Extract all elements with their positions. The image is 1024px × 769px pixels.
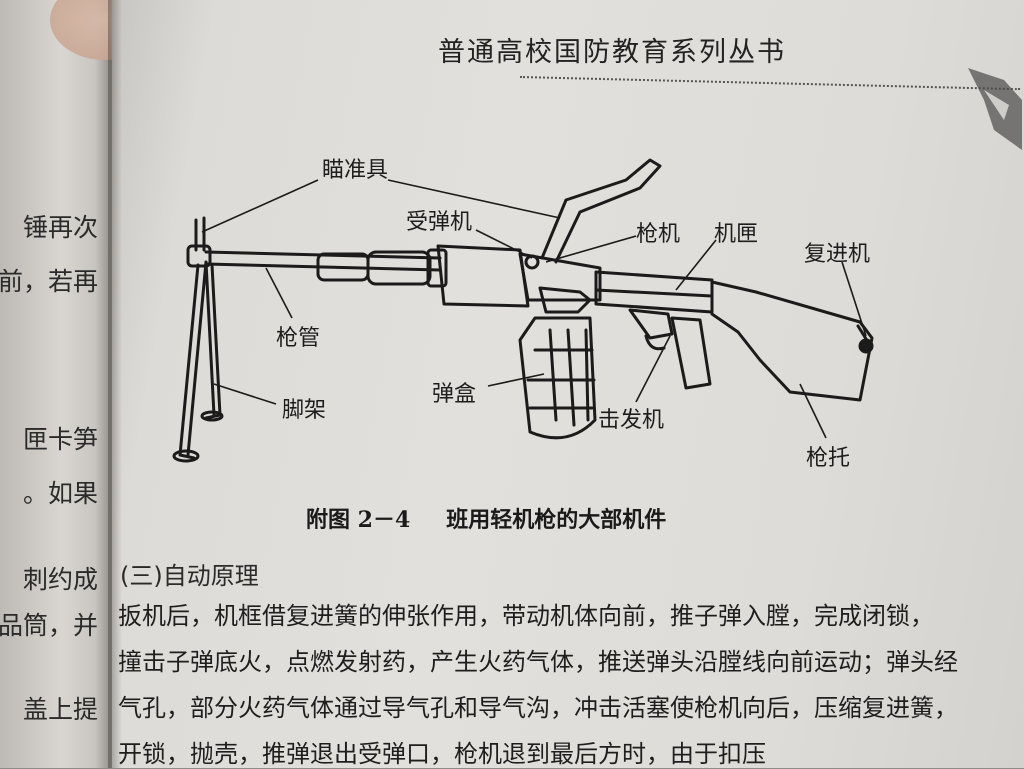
figure-caption-number: 附图 2－4 <box>306 507 411 533</box>
running-header: 普通高校国防教育系列丛书 <box>438 37 786 68</box>
left-page-line: 。如果 <box>22 479 98 508</box>
body-text-line: 撞击子弹底火，点燃发射药，产生火药气体，推送弹头沿膛线向前运动；弹头经 <box>118 648 958 676</box>
label-stock: 枪托 <box>806 446 851 471</box>
figure-caption-text: 班用轻机枪的大部机件 <box>446 507 667 533</box>
body-text-line: 扳机后，机框借复进簧的伸张作用，带动机体向前，推子弹入膛，完成闭锁， <box>118 602 934 630</box>
left-page-line: 品筒，并 <box>0 611 98 640</box>
label-recoil-mechanism: 复进机 <box>804 242 871 267</box>
left-page-line: 前，若再 <box>0 267 98 296</box>
body-text-line: 开锁，抛壳，推弹退出受弹口，枪机退到最后方时，由于扣压 <box>118 740 766 768</box>
left-page-line: 刺约成 <box>22 565 98 594</box>
label-bipod: 脚架 <box>282 398 327 423</box>
left-page-line: 盖上提 <box>22 695 98 724</box>
label-feed-mechanism: 受弹机 <box>406 210 473 235</box>
label-sight: 瞄准具 <box>322 158 389 183</box>
left-page-line: 锤再次 <box>22 213 98 242</box>
label-bolt: 枪机 <box>636 222 681 247</box>
body-text-line: 气孔，部分火药气体通过导气孔和导气沟，冲击活塞使枪机向后，压缩复进簧， <box>118 694 958 722</box>
left-page-line: 匣卡笋 <box>22 425 98 454</box>
label-receiver: 机匣 <box>714 222 759 247</box>
section-heading: (三)自动原理 <box>120 562 259 590</box>
left-page: 锤再次 前，若再 匣卡笋 。如果 刺约成 品筒，并 盖上提 <box>0 0 112 768</box>
right-page <box>112 0 1024 768</box>
label-barrel: 枪管 <box>276 326 321 351</box>
corner-decoration-icon <box>968 68 1022 150</box>
label-magazine: 弹盒 <box>432 382 477 407</box>
figure-caption: 附图 2－4 班用轻机枪的大部机件 <box>306 502 666 534</box>
book-gutter-shadow <box>108 0 122 768</box>
label-trigger-mechanism: 击发机 <box>598 408 665 433</box>
machine-gun-diagram <box>172 158 874 463</box>
